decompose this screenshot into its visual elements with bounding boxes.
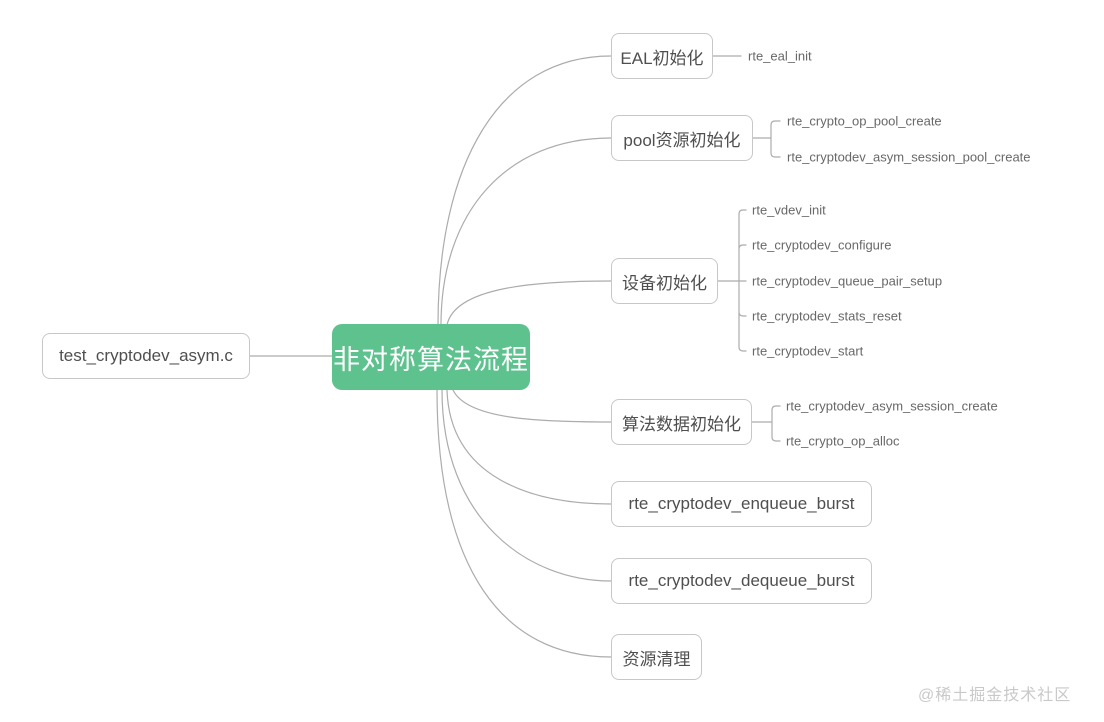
edge-algodata-bracket: [751, 405, 781, 442]
leaf-rte-crypto-op-pool-create[interactable]: rte_crypto_op_pool_create: [787, 113, 942, 129]
node-central-topic[interactable]: 非对称算法流程: [332, 324, 530, 390]
leaf-rte-cryptodev-asym-session-pool-create[interactable]: rte_cryptodev_asym_session_pool_create: [787, 149, 1031, 165]
leaf-rte-cryptodev-asym-session-create[interactable]: rte_cryptodev_asym_session_create: [786, 398, 998, 414]
edge-center-eal: [437, 55, 612, 326]
edge-center-algodata: [452, 389, 612, 423]
node-device-init[interactable]: 设备初始化: [611, 258, 718, 304]
leaf-rte-cryptodev-stats-reset[interactable]: rte_cryptodev_stats_reset: [752, 308, 902, 324]
edge-device-bracket: [717, 209, 747, 352]
edge-center-dequeue: [441, 389, 612, 582]
watermark: @稀土掘金技术社区: [918, 687, 1072, 704]
node-resource-cleanup[interactable]: 资源清理: [611, 634, 702, 680]
edge-center-pool: [440, 137, 612, 326]
node-pool-init[interactable]: pool资源初始化: [611, 115, 753, 161]
leaf-rte-cryptodev-start[interactable]: rte_cryptodev_start: [752, 343, 864, 359]
node-algodata-init[interactable]: 算法数据初始化: [611, 399, 752, 445]
leaf-rte-cryptodev-configure[interactable]: rte_cryptodev_configure: [752, 237, 892, 253]
leaf-rte-cryptodev-queue-pair-setup[interactable]: rte_cryptodev_queue_pair_setup: [752, 273, 943, 289]
edge-center-cleanup: [436, 389, 612, 658]
leaf-rte-vdev-init[interactable]: rte_vdev_init: [752, 202, 826, 218]
leaf-rte-eal-init[interactable]: rte_eal_init: [748, 48, 812, 64]
node-source-file[interactable]: test_cryptodev_asym.c: [42, 333, 250, 379]
node-eal-init[interactable]: EAL初始化: [611, 33, 713, 79]
edge-pool-bracket: [752, 120, 781, 158]
leaf-rte-crypto-op-alloc[interactable]: rte_crypto_op_alloc: [786, 433, 900, 449]
node-dequeue-burst[interactable]: rte_cryptodev_dequeue_burst: [611, 558, 872, 604]
node-enqueue-burst[interactable]: rte_cryptodev_enqueue_burst: [611, 481, 872, 527]
edge-center-enqueue: [446, 389, 612, 505]
edge-center-device: [446, 280, 612, 326]
